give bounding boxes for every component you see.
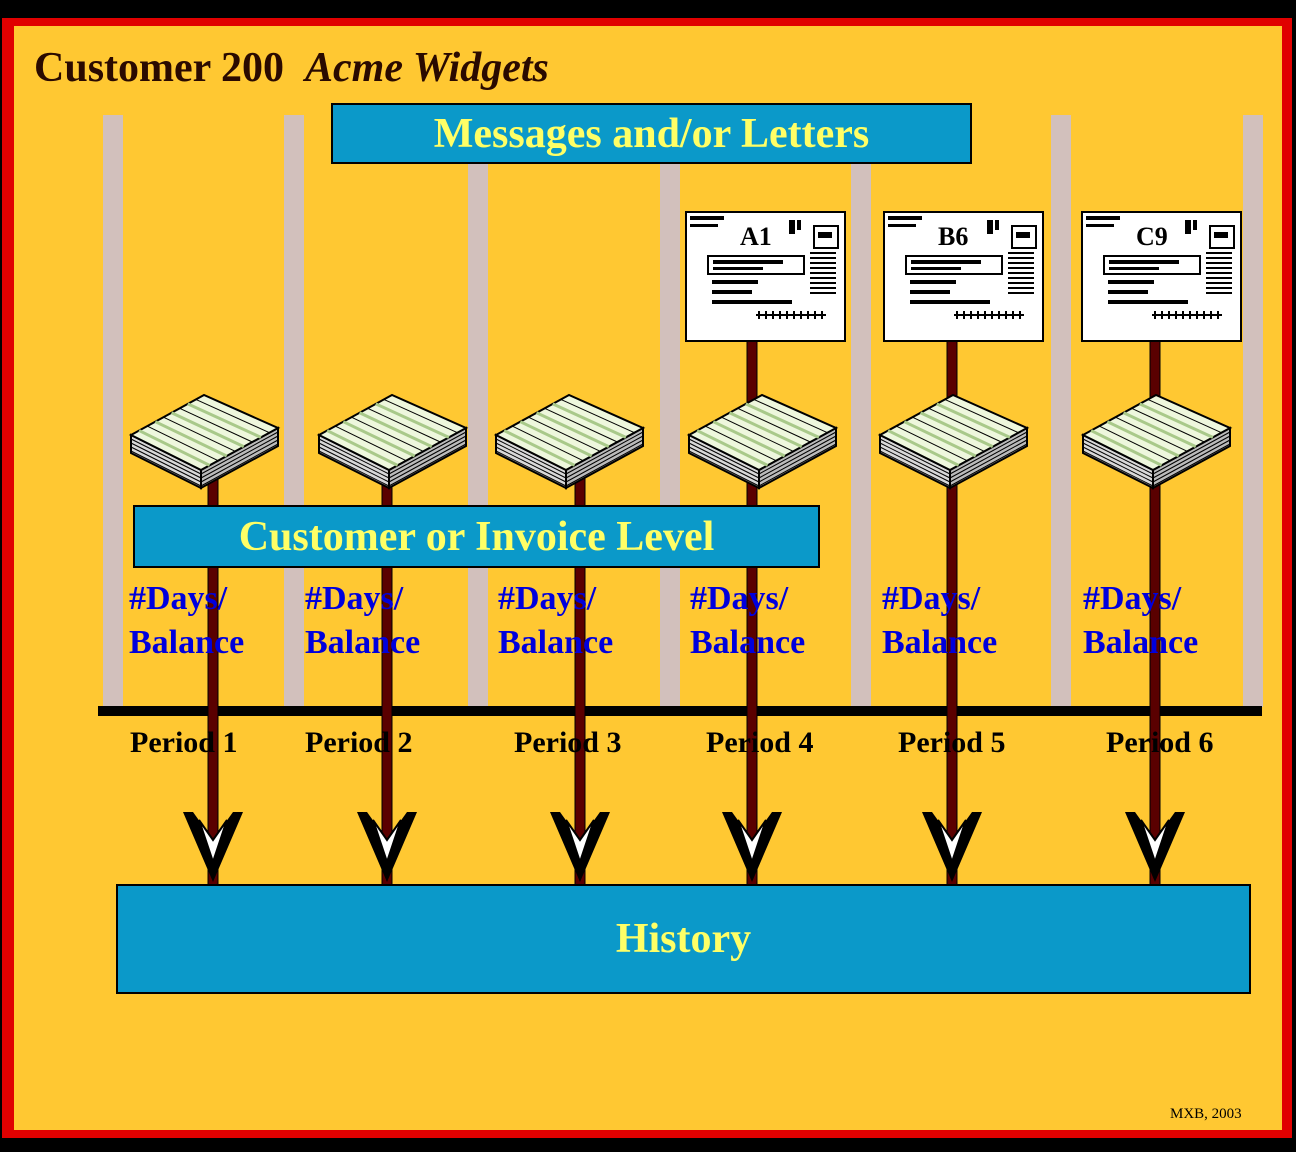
customer-invoice-level-box: Customer or Invoice Level [133,505,820,568]
days-text: #Days/ [498,580,597,617]
days-text: #Days/ [305,580,404,617]
letter-documents: A1 B6 C9 [685,211,1242,342]
days-balance-label: #Days/Balance [305,577,420,665]
down-arrow-icon [357,812,417,882]
balance-text: Balance [498,624,614,661]
period-column [468,115,488,707]
ledger-stack-icon [316,393,469,490]
days-balance-label: #Days/Balance [498,577,613,665]
letter-code: B6 [938,222,968,251]
title-company: Acme Widgets [305,45,549,91]
down-arrow-icon [1125,812,1185,882]
days-balance-label: #Days/Balance [690,577,805,665]
ledger-stack-icon [1080,393,1233,490]
down-arrow-icon [722,812,782,882]
letter-document-icon: A1 [685,211,846,342]
period-label: Period 4 [706,726,814,759]
period-label: Period 5 [898,726,1006,759]
ledger-stacks [128,393,1233,490]
down-arrow-icon [922,812,982,882]
days-balance-label: #Days/Balance [129,577,244,665]
history-arrows [183,812,1185,882]
period-column [660,115,680,707]
timeline-bar [98,706,1262,716]
ledger-stack-icon [877,393,1030,490]
messages-letters-box: Messages and/or Letters [331,103,972,164]
credit-text: MXB, 2003 [1170,1106,1242,1122]
period-column [284,115,304,707]
letter-code: C9 [1136,222,1168,251]
days-text: #Days/ [1083,580,1182,617]
period-label: Period 1 [130,726,238,759]
period-label: Period 6 [1106,726,1214,759]
history-box: History [116,884,1251,994]
letter-code: A1 [740,222,772,251]
balance-text: Balance [1083,624,1199,661]
ledger-stack-icon [686,393,839,490]
period-column [103,115,123,707]
ledger-stack-icon [493,393,646,490]
balance-text: Balance [305,624,421,661]
days-text: #Days/ [882,580,981,617]
ledger-stack-icon [128,393,281,490]
period-column [1051,115,1071,707]
title-customer: Customer 200 [34,45,285,91]
page-title: Customer 200 Acme Widgets [34,44,549,92]
balance-text: Balance [690,624,806,661]
days-text: #Days/ [129,580,228,617]
down-arrow-icon [183,812,243,882]
period-label: Period 2 [305,726,413,759]
letter-document-icon: C9 [1081,211,1242,342]
period-column [1243,115,1263,707]
down-arrow-icon [550,812,610,882]
period-column [851,115,871,707]
days-balance-label: #Days/Balance [1083,577,1198,665]
period-label: Period 3 [514,726,622,759]
balance-text: Balance [129,624,245,661]
days-text: #Days/ [690,580,789,617]
balance-text: Balance [882,624,998,661]
days-balance-label: #Days/Balance [882,577,997,665]
letter-document-icon: B6 [883,211,1044,342]
